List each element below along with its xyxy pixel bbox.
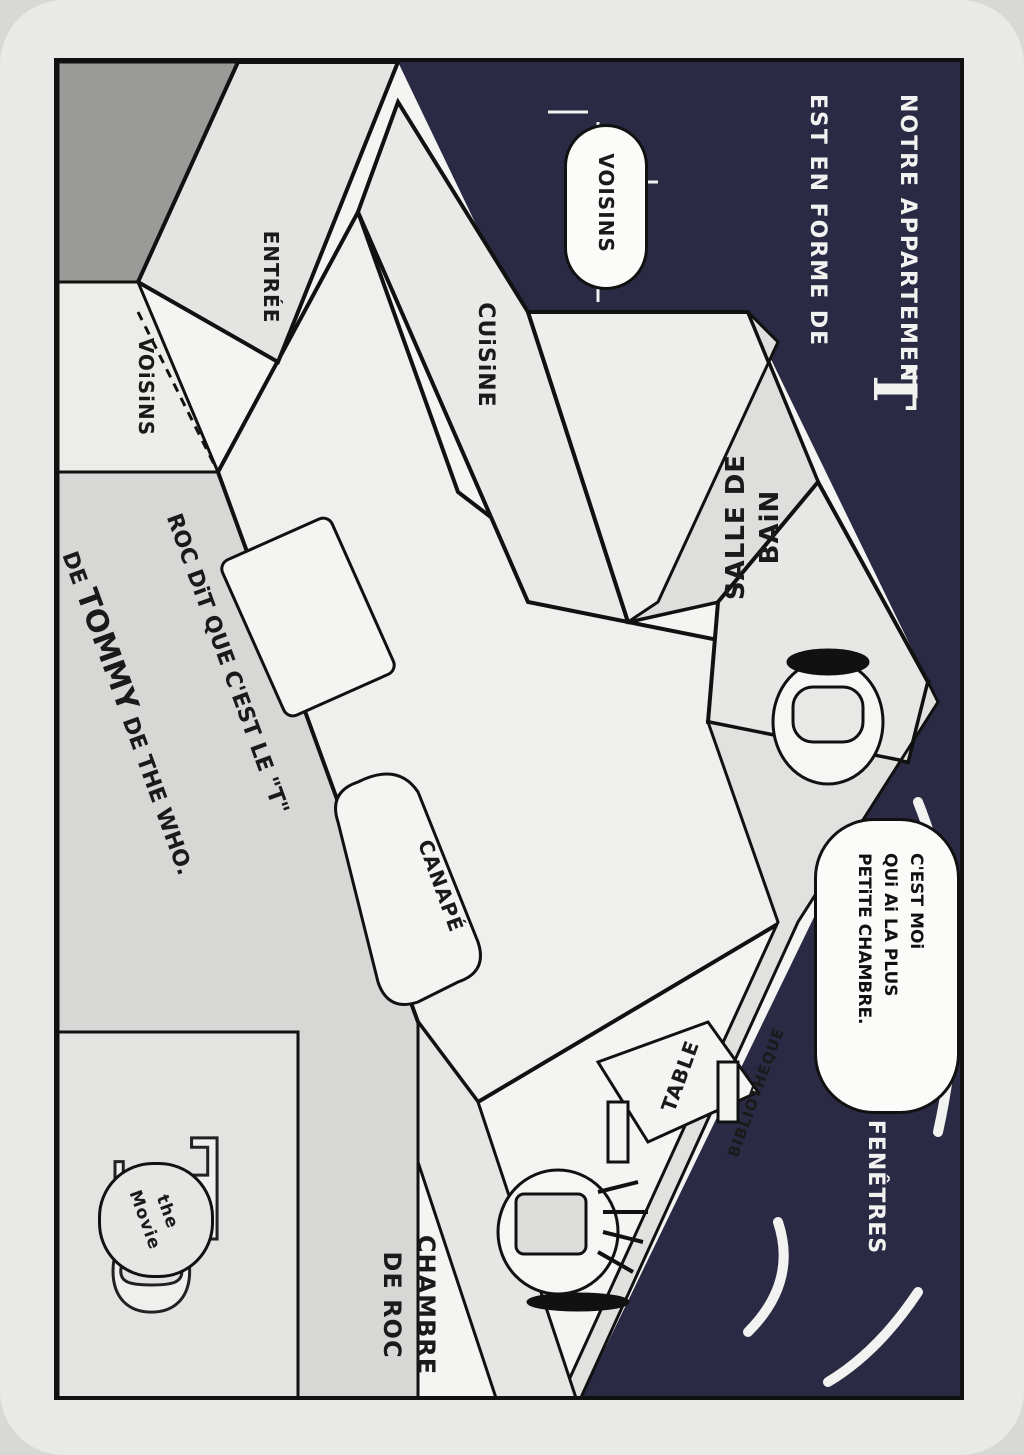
comic-panel: NOTRE APPARTEMENT EST EN FORME DE T VOIS… [54,58,964,1400]
speech-bubble [814,818,960,1114]
voisins-top-bubble [564,124,648,290]
title-line-2: EST EN FORME DE [805,94,830,348]
kitchen-wall [355,97,631,625]
roommate-character [771,648,885,786]
poster-badge [98,1162,214,1278]
fenetres-label: FENÊTRES [863,1119,888,1255]
voisins-left-label: VOiSiNS [134,337,158,437]
sofa [220,516,482,1006]
page-title: NOTRE APPARTEMENT EST EN FORME DE [805,94,960,400]
speech-bubble-text: C'EST MOi QUi Ai LA PLUS PETiTE CHAMBRE. [854,853,926,1025]
roc-character [496,1168,648,1312]
caption-name: TOMMY [68,584,146,716]
cuisine-label: CUiSiNE [473,302,498,408]
chambre-label: CHAMBRE DE ROC [378,1234,440,1376]
apartment-illustration [58,62,960,1396]
entree-wall [135,62,401,365]
table [595,1020,761,1164]
voisins-top-label: VOISINS [594,153,618,253]
caption-suffix: DE THE WHO. [114,706,198,879]
title-letter-t: T [860,367,928,411]
title-line-1: NOTRE APPARTEMENT [895,94,920,401]
salle-de-bain-label: SALLE DE BAiN [721,453,785,601]
entree-label: ENTRÉE [259,230,283,324]
